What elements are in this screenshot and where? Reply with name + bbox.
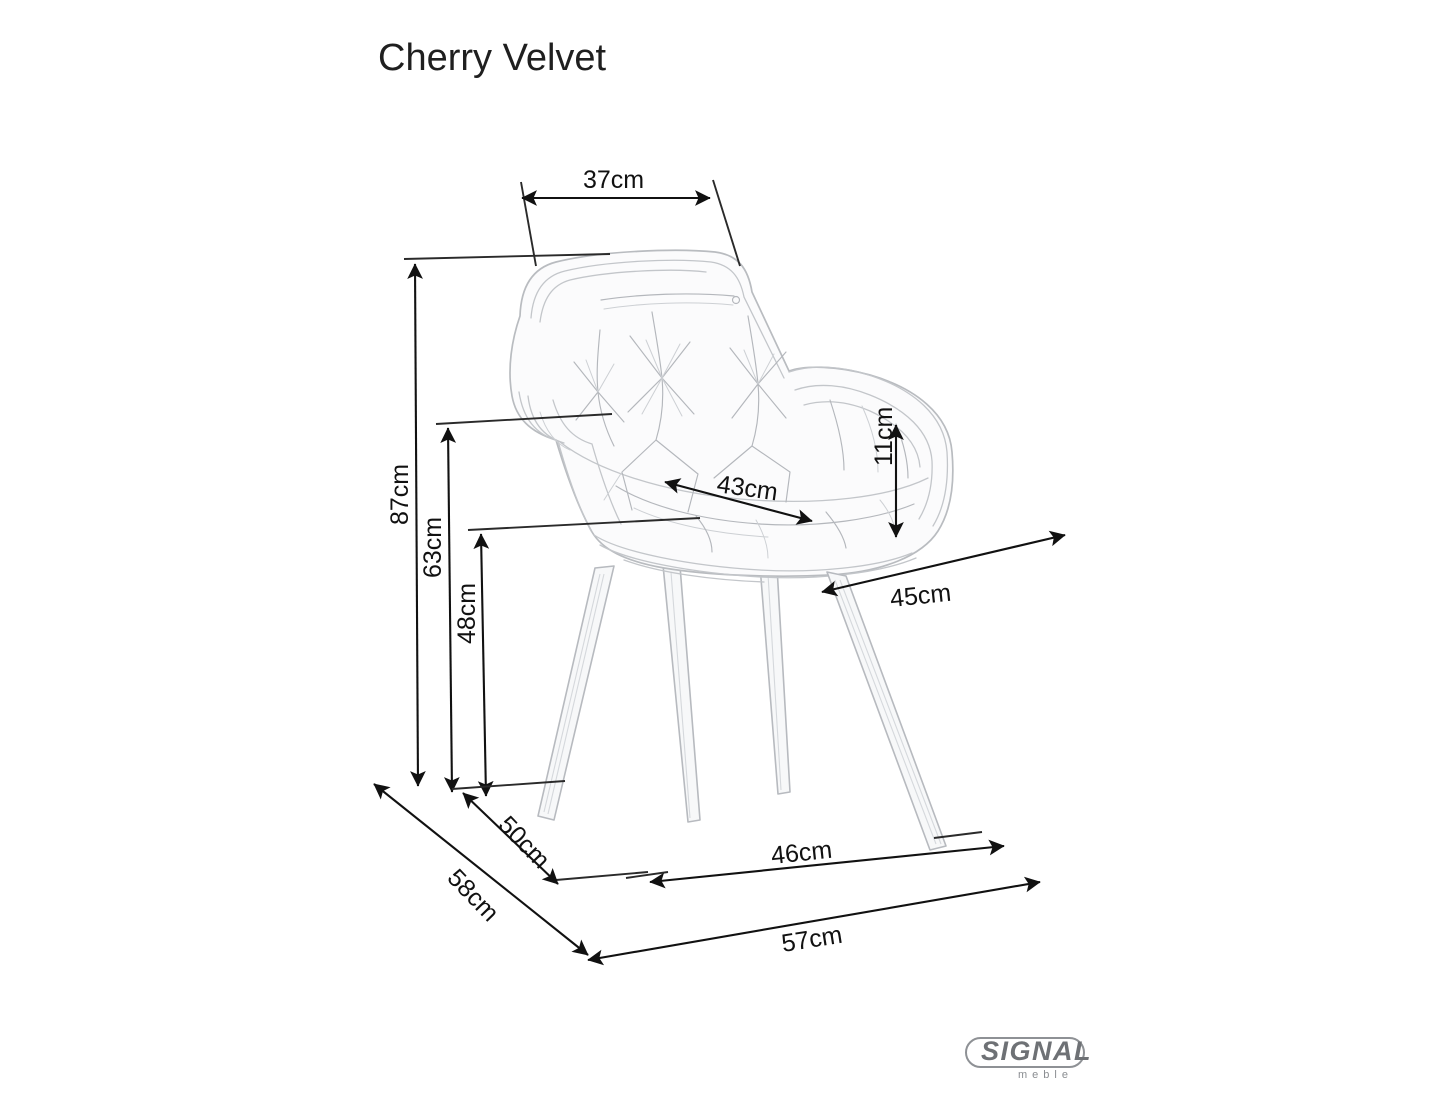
- dimension-37cm: 37cm: [520, 166, 741, 267]
- dimension-label-45cm: 45cm: [889, 579, 953, 613]
- armrest-left-inner: [552, 399, 622, 525]
- dimension-63cm: 63cm: [419, 413, 613, 793]
- dimension-label-87cm: 87cm: [386, 464, 414, 525]
- tuft-button-right: [729, 347, 787, 419]
- tuft-diamond-5: [603, 471, 623, 501]
- dimension-label-37cm: 37cm: [583, 166, 644, 194]
- headrest-seam: [600, 293, 735, 301]
- dimension-label-46cm: 46cm: [770, 836, 834, 870]
- tuft-button-center: [627, 335, 695, 417]
- seat-under-lip: [623, 559, 765, 583]
- backrest-inner-edge: [530, 259, 785, 379]
- armrest-right-roll: [803, 401, 921, 468]
- dimension-11cm: 11cm: [870, 407, 904, 538]
- dimension-48cm: 48cm: [453, 517, 701, 797]
- dimension-label-63cm: 63cm: [419, 517, 447, 578]
- armrest-right-inner: [794, 384, 933, 520]
- dimension-46cm: 46cm: [625, 831, 1005, 889]
- side-stitch-left: [539, 411, 571, 451]
- armrest-left-fold: [527, 395, 565, 444]
- arm-fold-right-1: [829, 399, 845, 471]
- seat-wrinkle-2: [633, 507, 769, 538]
- page-title: Cherry Velvet: [378, 37, 607, 79]
- armrest-right-outer: [788, 366, 949, 527]
- tuft-diamond-3: [713, 445, 753, 479]
- logo-pill-outline: [965, 1037, 1085, 1068]
- backrest-inner-edge-2: [539, 269, 707, 323]
- dimension-label-48cm: 48cm: [453, 583, 481, 644]
- logo-subtitle: meble: [1018, 1069, 1073, 1081]
- dimension-87cm: 87cm: [386, 253, 611, 787]
- arm-fold-right-2: [861, 405, 879, 473]
- dimension-45cm: 45cm: [821, 530, 1066, 613]
- dimension-label-11cm: 11cm: [870, 407, 898, 466]
- headrest-seam-2: [603, 302, 734, 310]
- signal-meble-logo: SIGNAL meble: [965, 1036, 1092, 1081]
- headrest-button: [731, 295, 741, 305]
- logo-wordmark: SIGNAL: [981, 1036, 1092, 1066]
